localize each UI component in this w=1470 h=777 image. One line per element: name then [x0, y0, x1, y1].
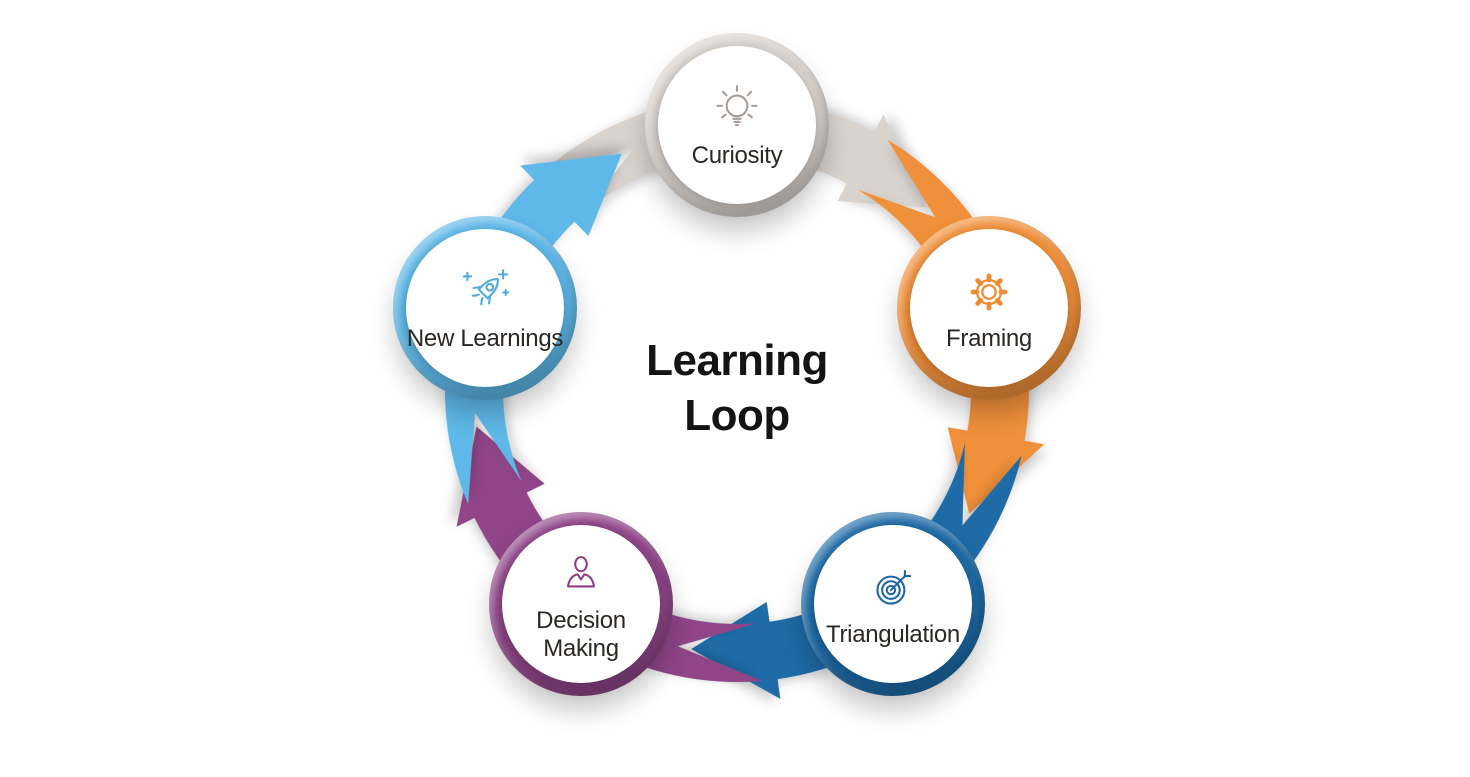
node-curiosity: Curiosity [645, 33, 829, 217]
rocket-icon [456, 263, 514, 321]
node-label: Framing [946, 324, 1032, 352]
node-label: Triangulation [826, 620, 960, 648]
gear-icon [960, 263, 1018, 321]
node-face: Decision Making [502, 525, 660, 683]
lightbulb-icon [708, 80, 766, 138]
node-label: Curiosity [691, 141, 783, 169]
node-triangulation: Triangulation [801, 512, 985, 696]
node-face: Triangulation [814, 525, 972, 683]
node-face: Framing [910, 229, 1068, 387]
diagram-title: Learning Loop [646, 336, 828, 440]
node-label: Decision Making [536, 606, 626, 662]
node-label: New Learnings [406, 324, 564, 352]
node-new-learnings: New Learnings [393, 216, 577, 400]
node-framing: Framing [897, 216, 1081, 400]
node-face: Curiosity [658, 46, 816, 204]
target-icon [864, 559, 922, 617]
node-face: New Learnings [406, 229, 564, 387]
person-icon [552, 545, 610, 603]
node-decision-making: Decision Making [489, 512, 673, 696]
